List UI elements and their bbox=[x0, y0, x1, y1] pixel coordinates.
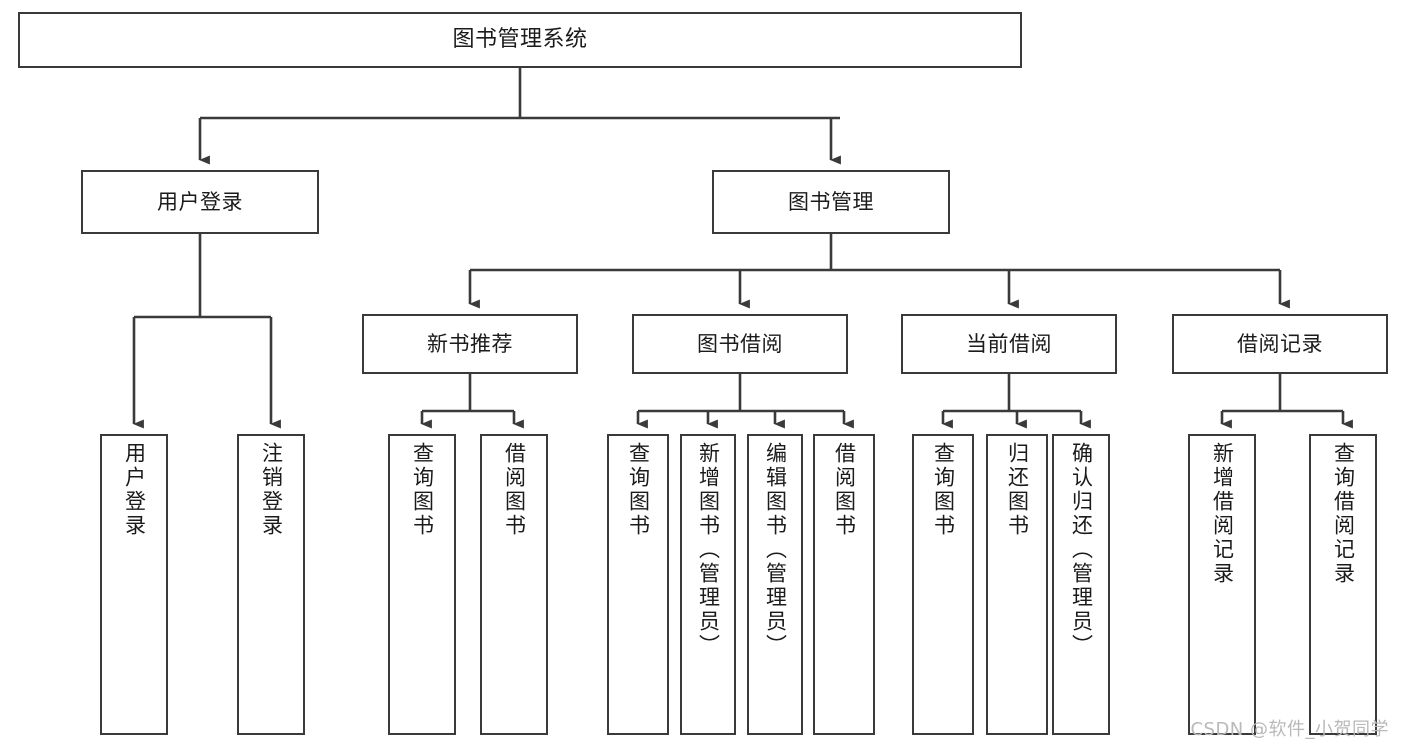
node-leaf-edit-book[interactable]: 编辑图书（管理员） bbox=[747, 434, 803, 735]
node-leaf-borrow-book-2-label: 借阅图书 bbox=[832, 442, 857, 538]
node-leaf-add-record-label: 新增借阅记录 bbox=[1210, 442, 1235, 586]
node-leaf-query-record[interactable]: 查询借阅记录 bbox=[1309, 434, 1377, 735]
node-new-book-recommend[interactable]: 新书推荐 bbox=[362, 314, 578, 374]
node-book-borrow[interactable]: 图书借阅 bbox=[632, 314, 848, 374]
node-leaf-query-book-2[interactable]: 查询图书 bbox=[607, 434, 669, 735]
node-current-borrow-label: 当前借阅 bbox=[966, 331, 1052, 356]
node-leaf-borrow-book-1-label: 借阅图书 bbox=[502, 442, 527, 538]
node-root[interactable]: 图书管理系统 bbox=[18, 12, 1022, 68]
node-borrow-record-label: 借阅记录 bbox=[1237, 331, 1323, 356]
node-leaf-borrow-book-1[interactable]: 借阅图书 bbox=[480, 434, 548, 735]
node-borrow-record[interactable]: 借阅记录 bbox=[1172, 314, 1388, 374]
node-user-login-label: 用户登录 bbox=[157, 189, 243, 214]
node-leaf-query-book-3-label: 查询图书 bbox=[931, 442, 956, 538]
node-leaf-add-book-label: 新增图书（管理员） bbox=[696, 442, 721, 658]
node-leaf-edit-book-label: 编辑图书（管理员） bbox=[763, 442, 788, 658]
node-leaf-query-book-2-label: 查询图书 bbox=[626, 442, 651, 538]
node-leaf-borrow-book-2[interactable]: 借阅图书 bbox=[813, 434, 875, 735]
node-root-label: 图书管理系统 bbox=[452, 26, 588, 52]
node-leaf-query-book-3[interactable]: 查询图书 bbox=[912, 434, 974, 735]
node-book-manage-label: 图书管理 bbox=[788, 189, 874, 214]
node-leaf-add-book[interactable]: 新增图书（管理员） bbox=[680, 434, 736, 735]
node-current-borrow[interactable]: 当前借阅 bbox=[901, 314, 1117, 374]
node-leaf-add-record[interactable]: 新增借阅记录 bbox=[1188, 434, 1256, 735]
node-leaf-confirm-return-label: 确认归还（管理员） bbox=[1069, 442, 1094, 658]
node-book-manage[interactable]: 图书管理 bbox=[712, 170, 950, 234]
node-book-borrow-label: 图书借阅 bbox=[697, 331, 783, 356]
node-leaf-logout-label: 注销登录 bbox=[259, 442, 284, 538]
node-new-book-recommend-label: 新书推荐 bbox=[427, 331, 513, 356]
node-leaf-logout[interactable]: 注销登录 bbox=[237, 434, 305, 735]
node-leaf-query-book-1[interactable]: 查询图书 bbox=[388, 434, 456, 735]
node-leaf-query-record-label: 查询借阅记录 bbox=[1331, 442, 1356, 586]
node-leaf-user-login-label: 用户登录 bbox=[122, 442, 147, 538]
node-leaf-return-book-label: 归还图书 bbox=[1005, 442, 1030, 538]
node-user-login[interactable]: 用户登录 bbox=[81, 170, 319, 234]
node-leaf-confirm-return[interactable]: 确认归还（管理员） bbox=[1052, 434, 1110, 735]
node-leaf-return-book[interactable]: 归还图书 bbox=[986, 434, 1048, 735]
node-leaf-query-book-1-label: 查询图书 bbox=[410, 442, 435, 538]
node-leaf-user-login[interactable]: 用户登录 bbox=[100, 434, 168, 735]
